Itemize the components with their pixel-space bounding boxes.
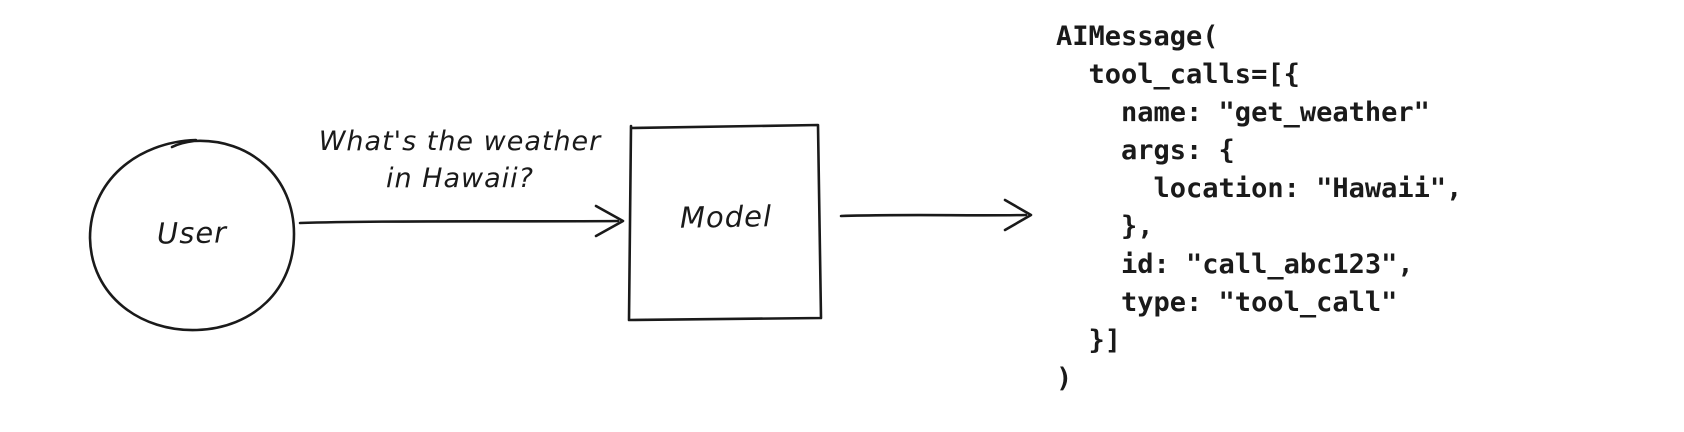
code-line: ) — [1056, 363, 1073, 394]
request-arrow-shaft — [298, 219, 620, 225]
code-line: }] — [1056, 325, 1122, 356]
user-circle-shape — [88, 138, 296, 332]
aimessage-code-block: AIMessage( tool_calls=[{ name: "get_weat… — [1056, 18, 1462, 398]
model-box-shape — [627, 123, 823, 322]
output-arrow-shaft — [839, 213, 1028, 218]
code-line: tool_calls=[{ — [1056, 59, 1300, 90]
code-line: name: "get_weather" — [1056, 97, 1430, 128]
code-line: type: "tool_call" — [1056, 287, 1398, 318]
user-node-label: User — [156, 215, 228, 251]
code-line: }, — [1056, 211, 1154, 242]
code-line: id: "call_abc123", — [1056, 249, 1414, 280]
code-line: AIMessage( — [1056, 21, 1219, 52]
code-line: location: "Hawaii", — [1056, 173, 1463, 204]
model-node-label: Model — [679, 199, 773, 235]
output-arrow-head — [1003, 198, 1033, 232]
request-arrow-head — [594, 204, 625, 238]
request-arrow-label-line2: in Hawaii? — [385, 163, 534, 194]
code-line: args: { — [1056, 135, 1235, 166]
request-arrow-label-line1: What's the weather — [318, 126, 602, 157]
